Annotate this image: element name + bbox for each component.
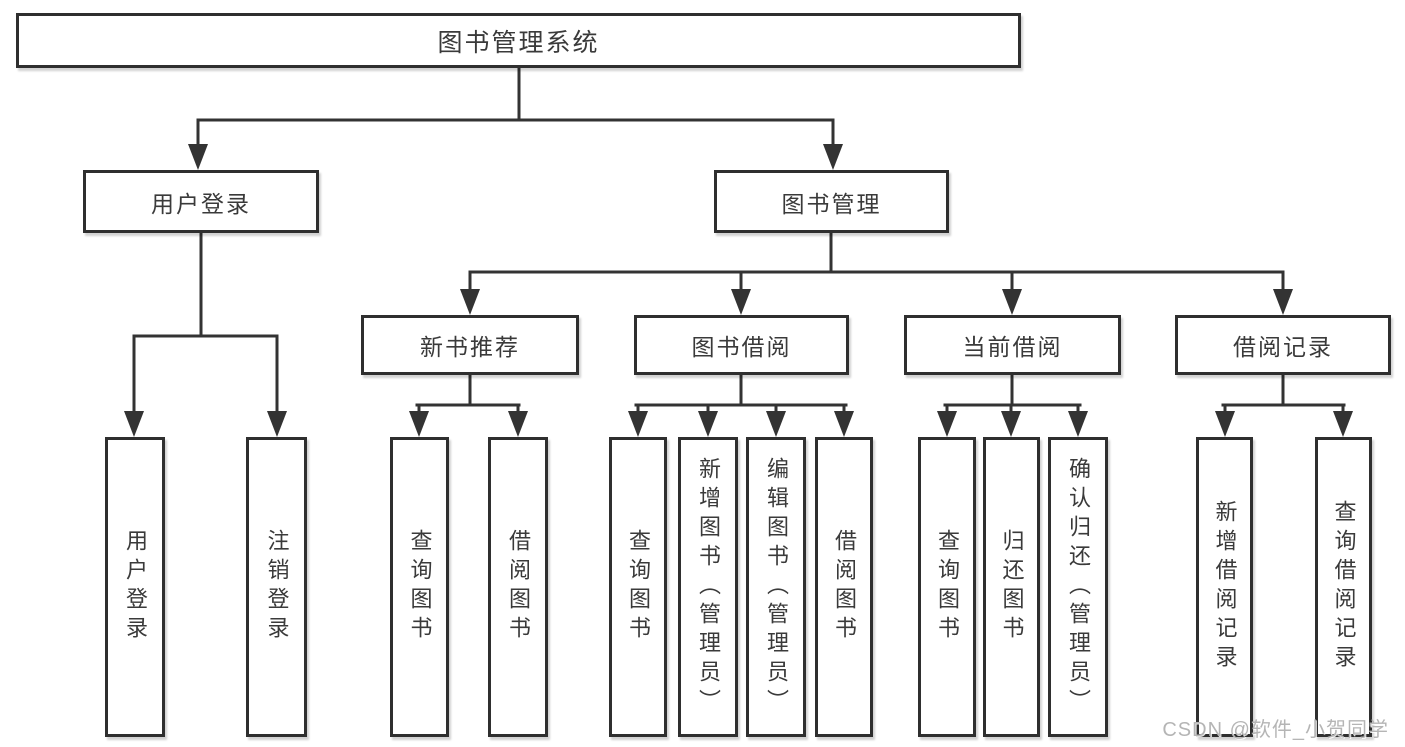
arrowhead-down-icon	[1068, 411, 1088, 437]
arrowhead-down-icon	[409, 411, 429, 437]
arrowhead-down-icon	[823, 144, 843, 170]
arrowhead-down-icon	[460, 289, 480, 315]
arrowhead-down-icon	[508, 411, 528, 437]
leaf-edit-books-admin: 编辑图书（管理员）	[746, 437, 806, 737]
node-label: 新增图书（管理员）	[696, 456, 721, 718]
edges-book-borrowing-children	[628, 373, 854, 437]
leaf-query-books-recommend: 查询图书	[390, 437, 449, 737]
node-label: 查询图书	[407, 529, 433, 645]
arrowhead-down-icon	[267, 411, 287, 437]
node-label: 编辑图书（管理员）	[764, 456, 789, 718]
leaf-user-login: 用户登录	[105, 437, 165, 737]
node-borrowing-records: 借阅记录	[1175, 315, 1391, 375]
arrowhead-down-icon	[1333, 411, 1353, 437]
node-label: 图书管理	[781, 190, 882, 217]
arrowhead-down-icon	[628, 411, 648, 437]
leaf-query-books-borrowing: 查询图书	[609, 437, 667, 737]
node-label: 借阅图书	[832, 529, 857, 645]
edge-path	[943, 373, 1082, 415]
arrowhead-down-icon	[1273, 289, 1293, 315]
leaf-query-books-current: 查询图书	[918, 437, 976, 737]
arrowhead-down-icon	[698, 411, 718, 437]
node-label: 图书管理系统	[437, 28, 600, 57]
edge-path	[196, 66, 835, 148]
edge-path	[468, 231, 1285, 293]
edges-user-login-children	[124, 231, 287, 437]
arrowhead-down-icon	[1215, 411, 1235, 437]
node-label: 查询图书	[626, 529, 651, 645]
edge-path	[634, 373, 848, 415]
node-label: 借阅图书	[506, 529, 531, 645]
edges-root-to-level2	[188, 66, 843, 170]
node-label: 确认归还（管理员）	[1066, 456, 1091, 718]
edge-path	[1221, 373, 1346, 415]
node-user-login: 用户登录	[83, 170, 319, 233]
node-label: 图书借阅	[691, 334, 792, 360]
node-new-book-recommend: 新书推荐	[361, 315, 579, 375]
edge-path	[415, 373, 521, 415]
leaf-return-books: 归还图书	[983, 437, 1040, 737]
node-label: 新增借阅记录	[1212, 500, 1238, 674]
arrowhead-down-icon	[1002, 289, 1022, 315]
node-library-management-system: 图书管理系统	[16, 13, 1021, 68]
node-label: 用户登录	[123, 529, 148, 645]
node-label: 归还图书	[999, 529, 1025, 645]
node-current-borrowing: 当前借阅	[904, 315, 1121, 375]
csdn-watermark: CSDN @软件_小贺同学	[1162, 719, 1389, 741]
edges-current-borrowing-children	[937, 373, 1088, 437]
edges-borrowing-records-children	[1215, 373, 1353, 437]
edges-book-management-children	[460, 231, 1293, 315]
arrowhead-down-icon	[937, 411, 957, 437]
leaf-confirm-return-admin: 确认归还（管理员）	[1048, 437, 1108, 737]
leaf-query-borrow-record: 查询借阅记录	[1315, 437, 1372, 737]
leaf-borrow-books-recommend: 借阅图书	[488, 437, 548, 737]
node-book-management: 图书管理	[714, 170, 949, 233]
node-label: 当前借阅	[962, 334, 1063, 360]
node-label: 用户登录	[151, 190, 251, 217]
edge-path	[132, 231, 279, 415]
leaf-borrow-books-borrowing: 借阅图书	[815, 437, 873, 737]
leaf-add-books-admin: 新增图书（管理员）	[678, 437, 738, 737]
arrowhead-down-icon	[1001, 411, 1021, 437]
arrowhead-down-icon	[731, 289, 751, 315]
node-label: 查询图书	[935, 529, 960, 645]
leaf-add-borrow-record: 新增借阅记录	[1196, 437, 1253, 737]
node-label: 注销登录	[264, 529, 290, 645]
node-label: 新书推荐	[420, 334, 520, 360]
arrowhead-down-icon	[124, 411, 144, 437]
arrowhead-down-icon	[766, 411, 786, 437]
node-label: 查询借阅记录	[1331, 500, 1357, 674]
arrowhead-down-icon	[188, 144, 208, 170]
node-book-borrowing: 图书借阅	[634, 315, 849, 375]
node-label: 借阅记录	[1233, 334, 1333, 360]
edges-new-book-recommend-children	[409, 373, 528, 437]
leaf-logout-login: 注销登录	[246, 437, 307, 737]
arrowhead-down-icon	[834, 411, 854, 437]
